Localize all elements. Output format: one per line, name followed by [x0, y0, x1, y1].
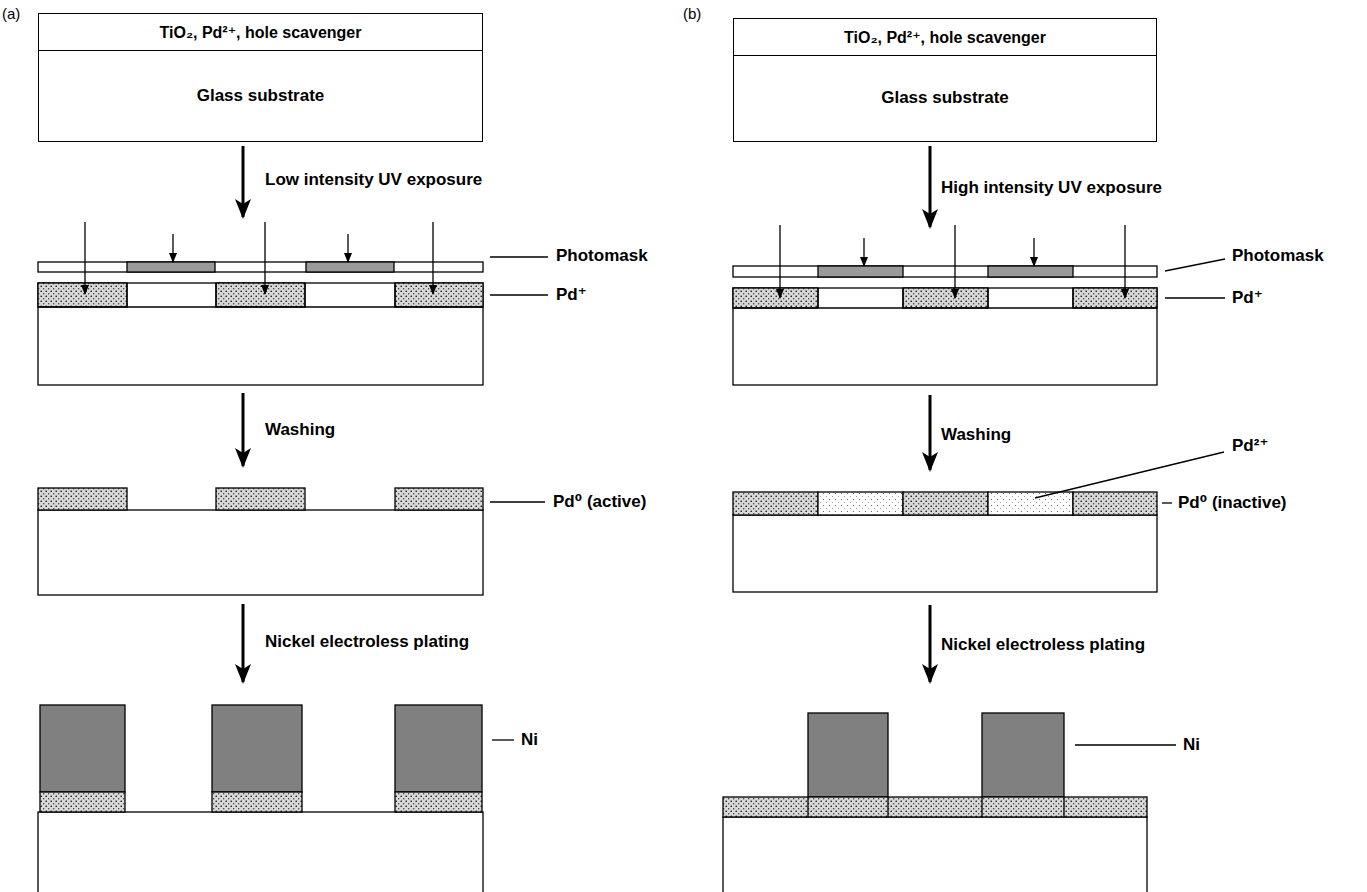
part-label: Photomask: [1232, 246, 1324, 266]
step-label: Washing: [941, 425, 1011, 445]
panel-letter: (a): [2, 5, 20, 22]
step-label: Low intensity UV exposure: [265, 170, 482, 190]
layer-label: TiO₂, Pd²⁺, hole scavenger: [734, 19, 1156, 56]
part-label: Ni: [1183, 735, 1200, 755]
step-label: Nickel electroless plating: [265, 632, 469, 652]
part-label: Ni: [521, 730, 538, 750]
part-label: Pd²⁺: [1232, 436, 1268, 456]
layer-stack-box: TiO₂, Pd²⁺, hole scavengerGlass substrat…: [733, 18, 1157, 142]
step-label: High intensity UV exposure: [941, 178, 1162, 198]
substrate-label: Glass substrate: [734, 56, 1156, 140]
part-label: Pd⁺: [556, 285, 587, 305]
part-label: Pd⁺: [1232, 288, 1263, 308]
substrate-label: Glass substrate: [39, 51, 482, 140]
part-label: Photomask: [556, 246, 648, 266]
layer-stack-box: TiO₂, Pd²⁺, hole scavengerGlass substrat…: [38, 13, 483, 142]
part-label: Pd⁰ (inactive): [1178, 493, 1287, 513]
part-label: Pd⁰ (active): [553, 492, 646, 512]
step-label: Washing: [265, 420, 335, 440]
panel-letter: (b): [683, 5, 701, 22]
layer-label: TiO₂, Pd²⁺, hole scavenger: [39, 14, 482, 51]
step-label: Nickel electroless plating: [941, 635, 1145, 655]
